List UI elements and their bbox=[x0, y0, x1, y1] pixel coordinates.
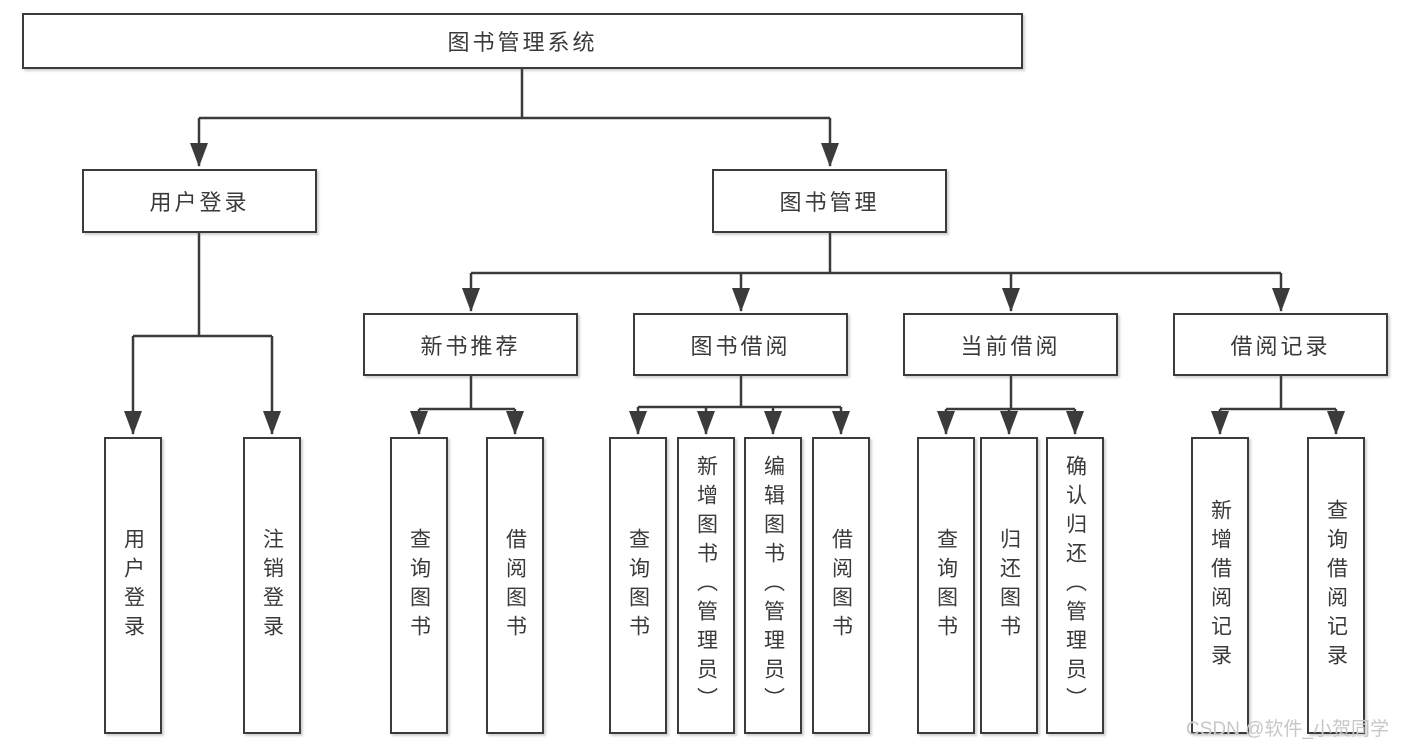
leaf-edit-books-admin: 编辑图书（管理员） bbox=[744, 437, 802, 734]
node-book-borrowing: 图书借阅 bbox=[633, 313, 848, 376]
leaf-borrow-books-recommend: 借阅图书 bbox=[486, 437, 544, 734]
leaf-label: 用户登录 bbox=[121, 527, 145, 644]
leaf-label: 查询图书 bbox=[934, 527, 958, 644]
connector-current-borrow-to-leaves bbox=[937, 376, 1084, 435]
leaf-add-books-admin: 新增图书（管理员） bbox=[677, 437, 735, 734]
leaf-label: 查询图书 bbox=[626, 527, 650, 644]
node-label: 用户登录 bbox=[149, 190, 250, 215]
watermark: CSDN @软件_小贺同学 bbox=[1186, 719, 1389, 740]
connector-user-login-to-leaves bbox=[124, 233, 281, 435]
leaf-label: 注销登录 bbox=[260, 527, 284, 644]
node-current-borrowing: 当前借阅 bbox=[903, 313, 1118, 376]
leaf-label: 查询图书 bbox=[407, 527, 431, 644]
node-borrowing-records: 借阅记录 bbox=[1173, 313, 1388, 376]
leaf-label: 查询借阅记录 bbox=[1324, 498, 1348, 673]
node-label: 新书推荐 bbox=[420, 333, 521, 359]
connector-book-borrow-to-leaves bbox=[629, 376, 850, 435]
connector-book-mgmt-to-level3 bbox=[462, 233, 1290, 312]
leaf-query-books-borrow: 查询图书 bbox=[609, 437, 667, 734]
leaf-borrow-books: 借阅图书 bbox=[812, 437, 870, 734]
node-label: 借阅记录 bbox=[1230, 333, 1331, 359]
connector-borrow-records-to-leaves bbox=[1211, 376, 1345, 435]
leaf-label: 确认归还（管理员） bbox=[1063, 455, 1087, 716]
leaf-label: 归还图书 bbox=[997, 527, 1021, 644]
leaf-query-borrow-record: 查询借阅记录 bbox=[1307, 437, 1365, 734]
node-label: 当前借阅 bbox=[960, 333, 1061, 359]
leaf-confirm-return-admin: 确认归还（管理员） bbox=[1046, 437, 1104, 734]
leaf-user-login: 用户登录 bbox=[104, 437, 162, 734]
leaf-add-borrow-record: 新增借阅记录 bbox=[1191, 437, 1249, 734]
connector-root-to-level2 bbox=[190, 69, 839, 167]
leaf-return-books: 归还图书 bbox=[980, 437, 1038, 734]
leaf-label: 编辑图书（管理员） bbox=[761, 455, 785, 716]
leaf-logout: 注销登录 bbox=[243, 437, 301, 734]
node-label: 图书管理系统 bbox=[447, 30, 598, 55]
leaf-label: 新增图书（管理员） bbox=[694, 455, 718, 716]
leaf-label: 借阅图书 bbox=[503, 527, 527, 644]
node-label: 图书借阅 bbox=[690, 333, 791, 359]
leaf-label: 借阅图书 bbox=[829, 527, 853, 644]
node-library-management-system: 图书管理系统 bbox=[22, 13, 1023, 69]
leaf-query-books-current: 查询图书 bbox=[917, 437, 975, 734]
connector-new-book-recommend-to-leaves bbox=[410, 376, 524, 435]
leaf-query-books-recommend: 查询图书 bbox=[390, 437, 448, 734]
node-label: 图书管理 bbox=[779, 190, 880, 215]
node-user-login-branch: 用户登录 bbox=[82, 169, 317, 233]
node-new-book-recommendation: 新书推荐 bbox=[363, 313, 578, 376]
node-book-management-branch: 图书管理 bbox=[712, 169, 947, 233]
leaf-label: 新增借阅记录 bbox=[1208, 498, 1232, 673]
